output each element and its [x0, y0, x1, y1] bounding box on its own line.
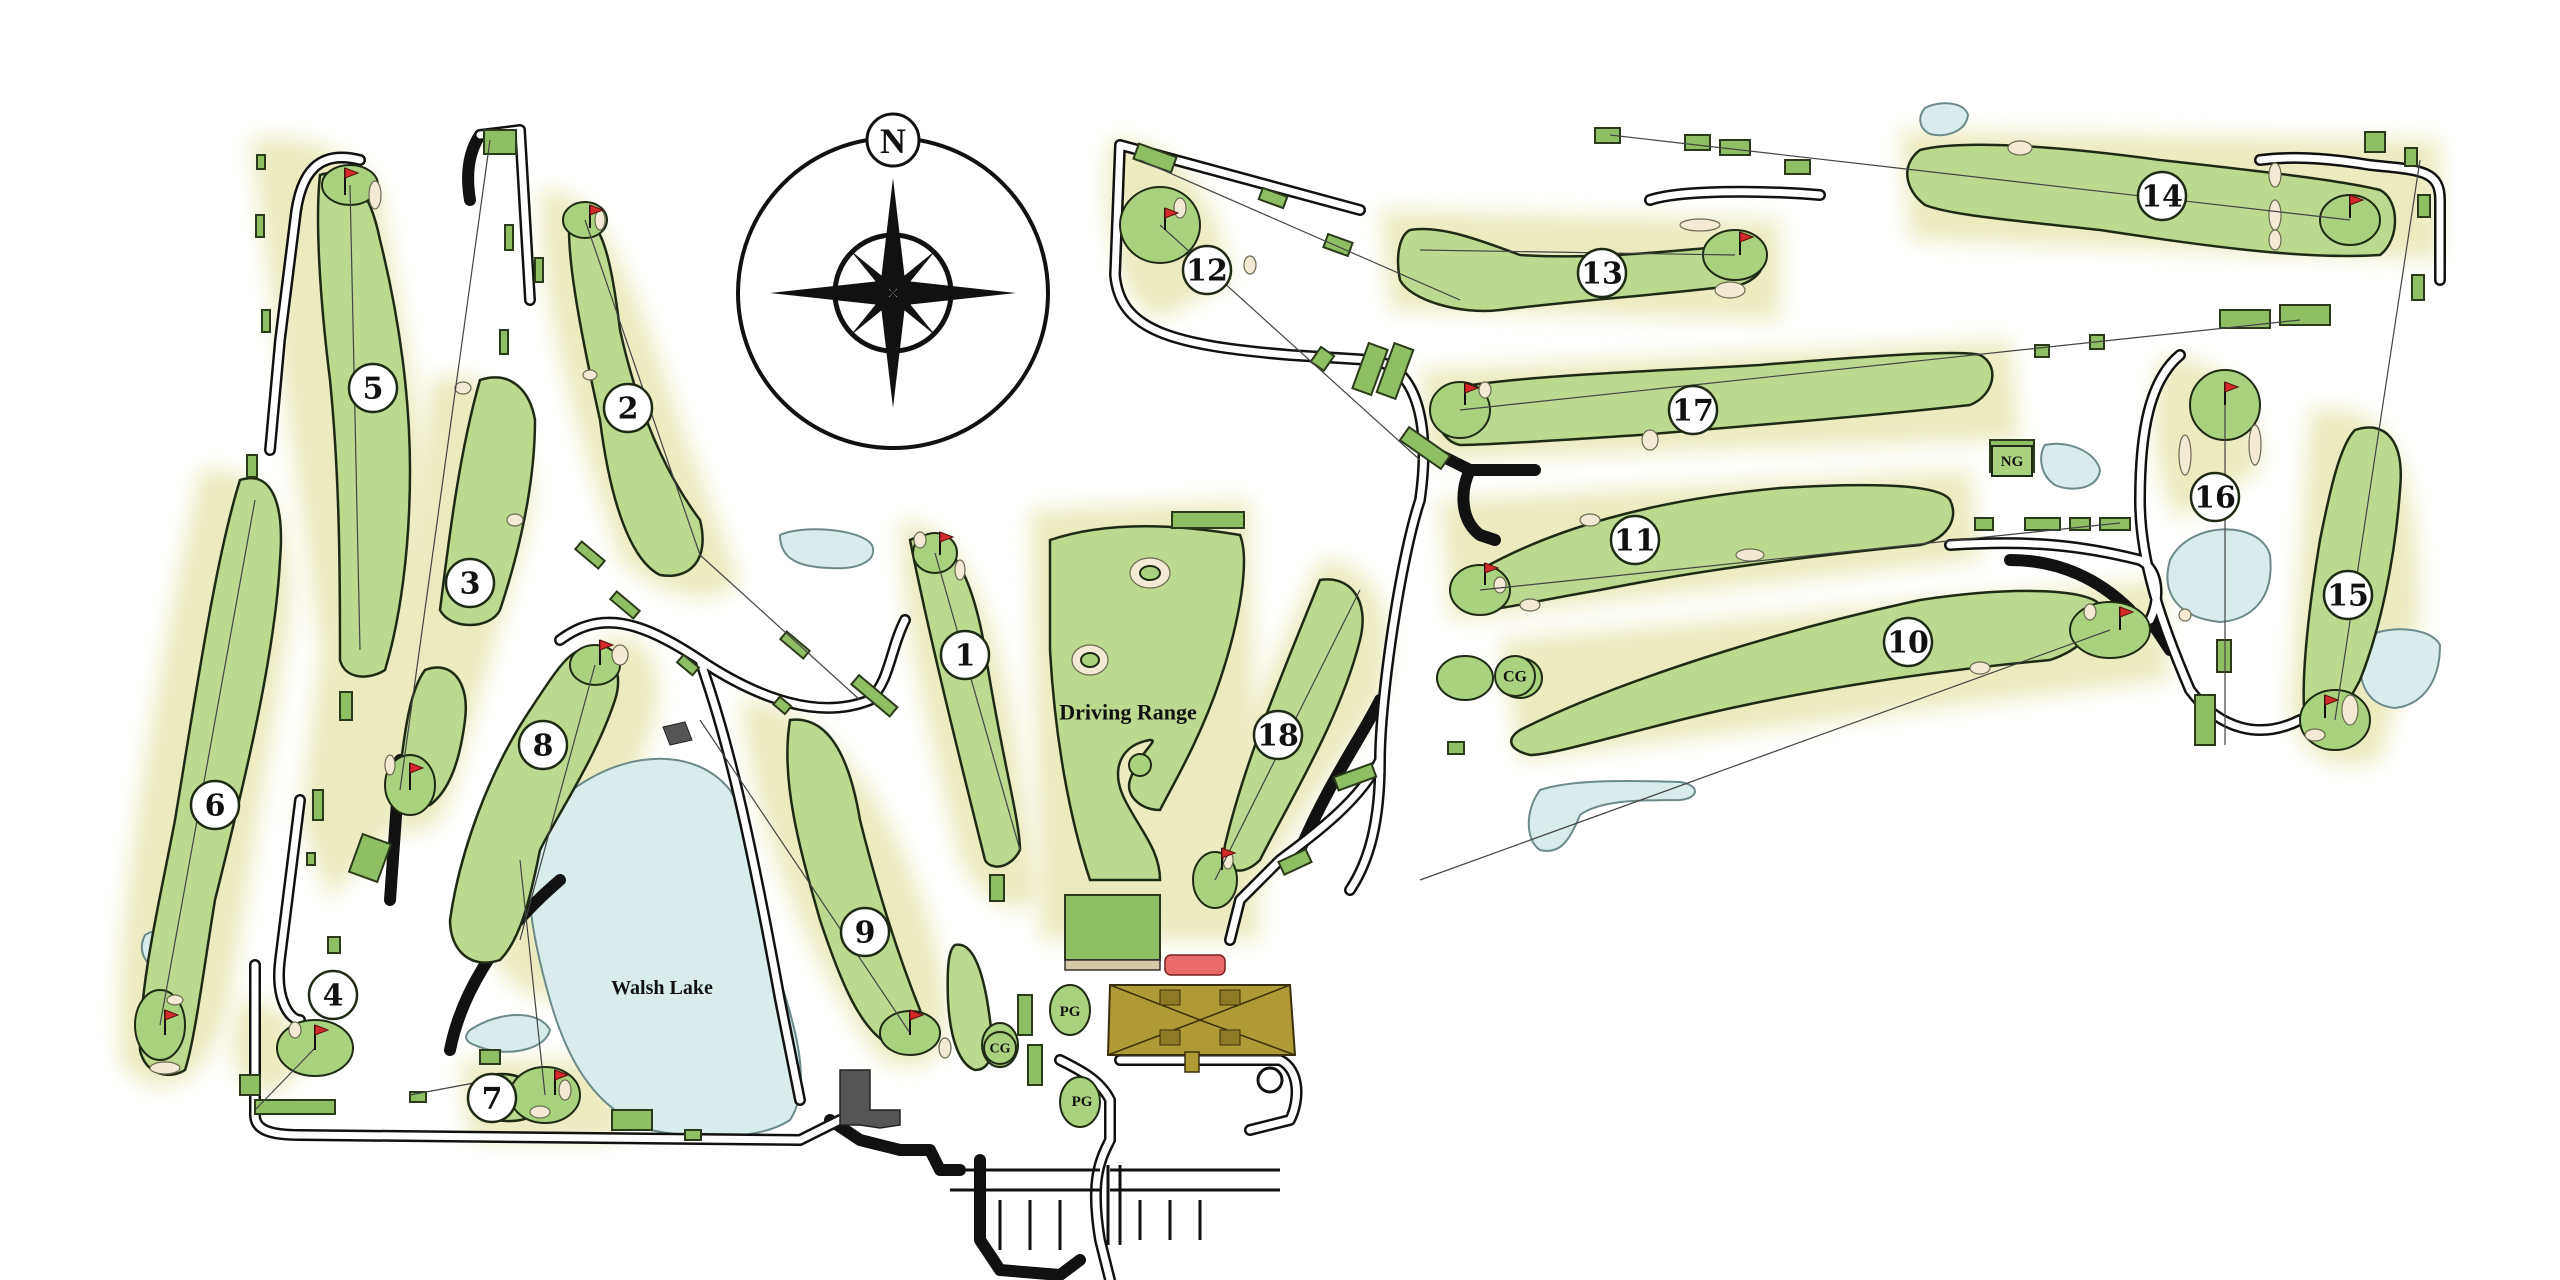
cg-label-west: CG — [990, 1042, 1011, 1057]
svg-text:2: 2 — [618, 392, 639, 427]
hole-4-marker[interactable]: 4 — [307, 969, 359, 1021]
pond-3 — [465, 1014, 552, 1053]
bunkers — [149, 140, 2359, 1119]
flag-icon — [1164, 207, 1180, 230]
fairway-6 — [138, 477, 283, 1077]
svg-text:14: 14 — [2141, 180, 2183, 215]
pg-label-south: PG — [1072, 1094, 1093, 1110]
walsh-lake-label: Walsh Lake — [611, 977, 713, 999]
hole-7-marker[interactable]: 7 — [466, 1072, 518, 1124]
svg-text:10: 10 — [1887, 626, 1929, 661]
flag-icon — [409, 762, 425, 790]
svg-text:1: 1 — [955, 639, 976, 674]
svg-text:11: 11 — [1614, 524, 1656, 559]
cart-paths — [249, 124, 2446, 1280]
driving-range-label: Driving Range — [1059, 700, 1197, 725]
svg-text:7: 7 — [482, 1082, 503, 1117]
hole-6-marker[interactable]: 6 — [189, 779, 241, 831]
pond-7 — [2358, 628, 2442, 710]
hole-18-marker[interactable]: 18 — [1252, 709, 1304, 761]
pg-label-north: PG — [1060, 1004, 1081, 1020]
cg-label-east: CG — [1503, 669, 1528, 686]
flag-icon — [164, 1009, 180, 1035]
hole-10-marker[interactable]: 10 — [1882, 616, 1934, 668]
fairway-8 — [448, 646, 620, 964]
facility-labels: Walsh Lake CG CG PG PG NG — [611, 445, 2033, 1110]
flag-icon — [2349, 194, 2365, 218]
pond-8 — [1919, 102, 1970, 137]
svg-text:16: 16 — [2194, 481, 2236, 516]
flag-icon — [314, 1024, 330, 1050]
svg-text:3: 3 — [460, 567, 481, 602]
svg-text:13: 13 — [1581, 257, 1623, 292]
pond-4 — [1527, 779, 1696, 852]
flag-icon — [1739, 231, 1755, 255]
fairway-practice — [946, 943, 994, 1072]
flag-icon — [1464, 382, 1480, 405]
tee-boxes — [239, 127, 2431, 1141]
hole-17-marker[interactable]: 17 — [1667, 384, 1719, 436]
svg-text:9: 9 — [855, 916, 876, 951]
svg-text:6: 6 — [205, 789, 226, 824]
flag-icon — [589, 204, 605, 228]
compass-north-label: N — [880, 121, 906, 161]
hole-9-marker[interactable]: 9 — [839, 906, 891, 958]
hole-3-marker[interactable]: 3 — [444, 557, 496, 609]
hole-5-marker[interactable]: 5 — [347, 362, 399, 414]
svg-text:5: 5 — [363, 372, 384, 407]
fairway-10 — [1510, 589, 2102, 757]
clubhouse — [1106, 984, 1297, 1073]
pond-1 — [778, 528, 875, 570]
svg-text:18: 18 — [1257, 719, 1299, 754]
flag-icon — [1484, 562, 1500, 585]
hole-1-marker[interactable]: 1 — [939, 629, 991, 681]
flag-icon — [939, 531, 955, 555]
flags — [164, 167, 2365, 1095]
hole-8-marker[interactable]: 8 — [517, 719, 569, 771]
flag-icon — [2324, 694, 2340, 718]
svg-text:17: 17 — [1672, 394, 1714, 429]
ng-label: NG — [2001, 454, 2024, 470]
flag-icon — [909, 1009, 925, 1035]
pond-6 — [2040, 442, 2102, 490]
svg-text:12: 12 — [1186, 254, 1228, 289]
hole-13-marker[interactable]: 13 — [1576, 247, 1628, 299]
shed — [662, 721, 693, 746]
buildings — [662, 721, 1297, 1129]
hole-14-marker[interactable]: 14 — [2136, 170, 2188, 222]
svg-text:15: 15 — [2327, 579, 2369, 614]
flag-icon — [554, 1069, 570, 1095]
compass-rose: N — [736, 112, 1050, 450]
flag-icon — [2119, 606, 2135, 630]
pond-5 — [2166, 528, 2272, 624]
hole-markers: 1 2 3 4 5 6 7 8 9 10 11 12 13 14 15 16 1… — [189, 170, 2374, 1124]
hole-11-marker[interactable]: 11 — [1609, 514, 1661, 566]
water-layer — [140, 102, 2442, 1138]
maintenance-building — [839, 1069, 901, 1129]
hole-2-marker[interactable]: 2 — [602, 382, 654, 434]
hole-12-marker[interactable]: 12 — [1181, 244, 1233, 296]
flag-icon — [599, 639, 615, 665]
svg-text:4: 4 — [323, 979, 344, 1014]
parking — [950, 1066, 1284, 1250]
flag-icon — [344, 167, 360, 195]
fairway-5 — [316, 171, 412, 678]
centerlines — [159, 134, 2421, 1111]
svg-text:8: 8 — [533, 729, 554, 764]
driving-range: Driving Range — [1048, 511, 1246, 976]
flag-icon — [1221, 847, 1237, 870]
hole-16-marker[interactable]: 16 — [2189, 471, 2241, 523]
flag-icon — [2224, 381, 2240, 405]
hole-15-marker[interactable]: 15 — [2322, 569, 2374, 621]
walsh-lake — [528, 757, 802, 1138]
